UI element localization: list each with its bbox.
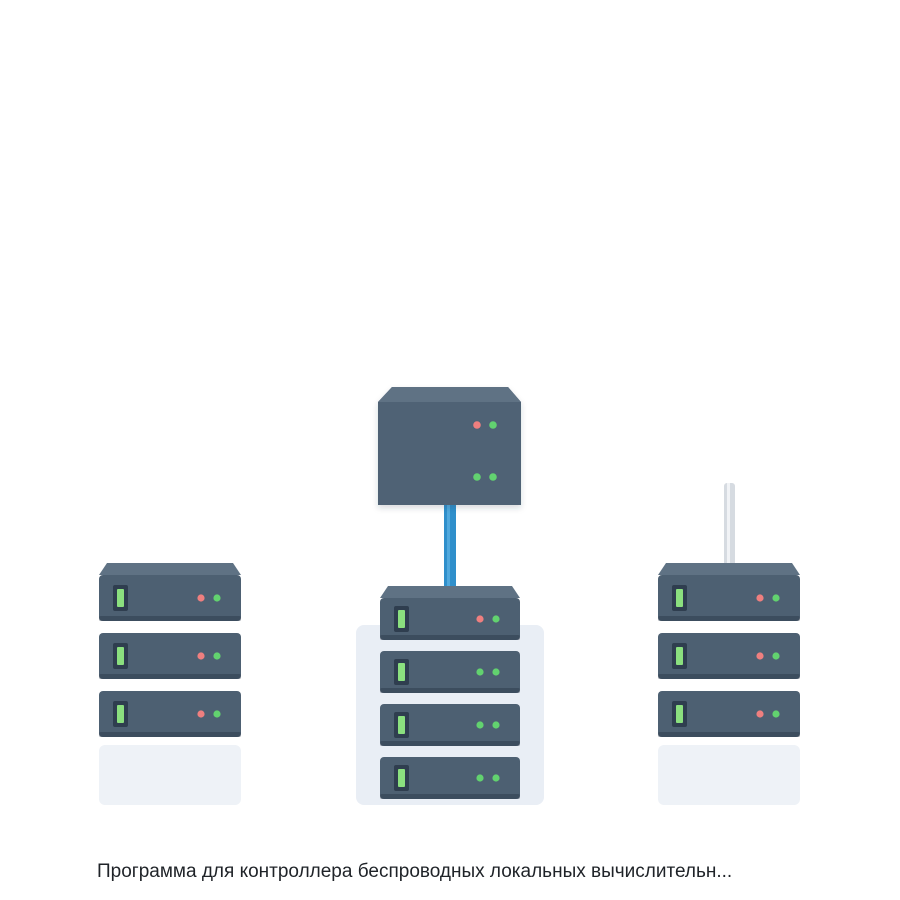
right-rack-unit-body	[658, 691, 800, 737]
right-rack-unit-edge	[658, 674, 800, 679]
status-led-green	[476, 668, 484, 676]
center-rack-unit-edge	[380, 794, 520, 799]
controller-led-green	[489, 421, 497, 429]
status-led-green	[492, 668, 500, 676]
center-rack-unit-body	[380, 757, 520, 799]
drive-slot-light	[398, 663, 405, 681]
status-led-green	[772, 710, 780, 718]
left-rack-unit-1	[99, 563, 241, 621]
right-rack-unit-2	[658, 633, 800, 679]
drive-slot-light	[676, 589, 683, 607]
status-led-green	[492, 721, 500, 729]
drive-slot-light	[676, 647, 683, 665]
center-rack-unit-top	[380, 586, 520, 598]
status-led-red	[756, 594, 764, 602]
drive-slot-light	[398, 716, 405, 734]
right-rack-unit-edge	[658, 732, 800, 737]
status-led-red	[476, 615, 484, 623]
center-rack-unit-edge	[380, 635, 520, 640]
center-rack-unit-2	[380, 651, 520, 693]
status-led-green	[772, 594, 780, 602]
left-rack-platform	[99, 745, 241, 805]
status-led-red	[197, 652, 205, 660]
left-server-rack	[99, 563, 241, 737]
left-rack-unit-edge	[99, 674, 241, 679]
center-rack-unit-body	[380, 598, 520, 640]
center-rack-unit-3	[380, 704, 520, 746]
left-rack-unit-body	[99, 575, 241, 621]
controller-box-icon	[378, 387, 521, 505]
network-cable	[444, 505, 456, 590]
status-led-red	[756, 652, 764, 660]
right-rack-unit-body	[658, 633, 800, 679]
right-server-rack	[658, 563, 800, 737]
status-led-green	[772, 652, 780, 660]
left-rack-unit-3	[99, 691, 241, 737]
network-illustration	[99, 387, 800, 805]
status-led-green	[213, 652, 221, 660]
drive-slot-light	[117, 589, 124, 607]
controller-led-green	[489, 473, 497, 481]
center-rack-unit-4	[380, 757, 520, 799]
controller-led-green	[473, 473, 481, 481]
right-rack-platform	[658, 745, 800, 805]
status-led-green	[476, 774, 484, 782]
right-rack-unit-top	[658, 563, 800, 575]
antenna	[724, 483, 735, 567]
left-rack-unit-edge	[99, 616, 241, 621]
drive-slot-light	[117, 705, 124, 723]
drive-slot-light	[398, 769, 405, 787]
center-rack-unit-body	[380, 651, 520, 693]
right-rack-unit-1	[658, 563, 800, 621]
drive-slot-light	[117, 647, 124, 665]
left-rack-unit-edge	[99, 732, 241, 737]
left-rack-unit-2	[99, 633, 241, 679]
status-led-red	[756, 710, 764, 718]
status-led-green	[492, 774, 500, 782]
center-rack-unit-edge	[380, 688, 520, 693]
status-led-green	[492, 615, 500, 623]
status-led-green	[213, 594, 221, 602]
right-rack-unit-edge	[658, 616, 800, 621]
right-rack-unit-body	[658, 575, 800, 621]
left-rack-unit-body	[99, 691, 241, 737]
controller-led-red	[473, 421, 481, 429]
drive-slot-light	[398, 610, 405, 628]
center-rack-unit-edge	[380, 741, 520, 746]
status-led-red	[197, 594, 205, 602]
caption-text: Программа для контроллера беспроводных л…	[97, 861, 733, 882]
status-led-red	[197, 710, 205, 718]
left-rack-unit-body	[99, 633, 241, 679]
status-led-green	[476, 721, 484, 729]
center-rack-unit-1	[380, 586, 520, 640]
left-rack-unit-top	[99, 563, 241, 575]
center-server-rack	[380, 586, 520, 799]
drive-slot-light	[676, 705, 683, 723]
center-rack-unit-body	[380, 704, 520, 746]
right-rack-unit-3	[658, 691, 800, 737]
status-led-green	[213, 710, 221, 718]
